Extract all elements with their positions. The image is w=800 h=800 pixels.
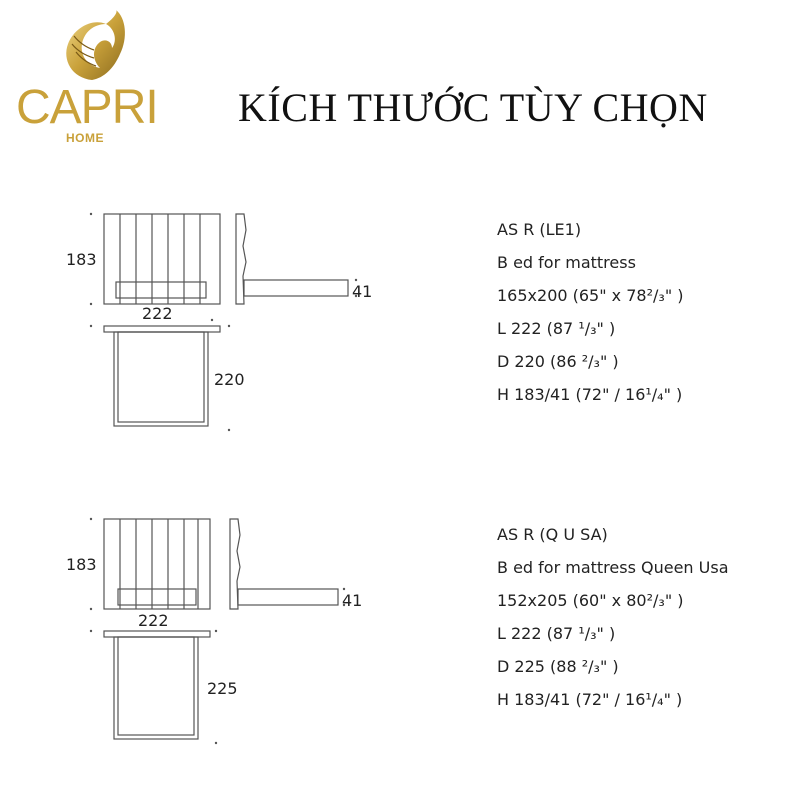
spec-model: AS R (Q U SA) bbox=[497, 525, 608, 544]
spec-model: AS R (LE1) bbox=[497, 220, 582, 239]
spec-height: H 183/41 (72" / 16¹/₄" ) bbox=[497, 690, 683, 709]
page-title: KÍCH THƯỚC TÙY CHỌN bbox=[238, 85, 708, 130]
bed-drawing-1-lines bbox=[89, 212, 358, 432]
spec-length: L 222 (87 ¹/₃" ) bbox=[497, 624, 616, 643]
bed-drawing-1: 183 222 220 41 bbox=[0, 190, 420, 450]
dim-side: 41 bbox=[352, 282, 373, 301]
dim-height: 183 bbox=[66, 250, 97, 269]
spec-block-2: AS R (Q U SA) B ed for mattress Queen Us… bbox=[497, 518, 729, 716]
spec-depth: D 220 (86 ²/₃" ) bbox=[497, 352, 619, 371]
brand-name: CAPRI bbox=[16, 81, 159, 134]
dim-depth: 220 bbox=[214, 370, 245, 389]
brand-subtitle: HOME bbox=[66, 131, 104, 145]
dim-width: 222 bbox=[138, 611, 169, 630]
spec-description: B ed for mattress bbox=[497, 253, 636, 272]
dim-width: 222 bbox=[142, 304, 173, 323]
bed-drawing-2: 183 222 225 41 bbox=[0, 495, 420, 755]
dim-side: 41 bbox=[342, 591, 363, 610]
spec-depth: D 225 (88 ²/₃" ) bbox=[497, 657, 619, 676]
dim-height: 183 bbox=[66, 555, 97, 574]
spec-block-1: AS R (LE1) B ed for mattress 165x200 (65… bbox=[497, 213, 684, 411]
spec-mattress-size: 165x200 (65" x 78²/₃" ) bbox=[497, 286, 684, 305]
nautilus-shell-icon bbox=[66, 10, 125, 80]
spec-description: B ed for mattress Queen Usa bbox=[497, 558, 729, 577]
spec-height: H 183/41 (72" / 16¹/₄" ) bbox=[497, 385, 683, 404]
spec-length: L 222 (87 ¹/₃" ) bbox=[497, 319, 616, 338]
spec-mattress-size: 152x205 (60" x 80²/₃" ) bbox=[497, 591, 684, 610]
bed-drawing-2-lines bbox=[89, 517, 346, 745]
dim-depth: 225 bbox=[207, 679, 238, 698]
